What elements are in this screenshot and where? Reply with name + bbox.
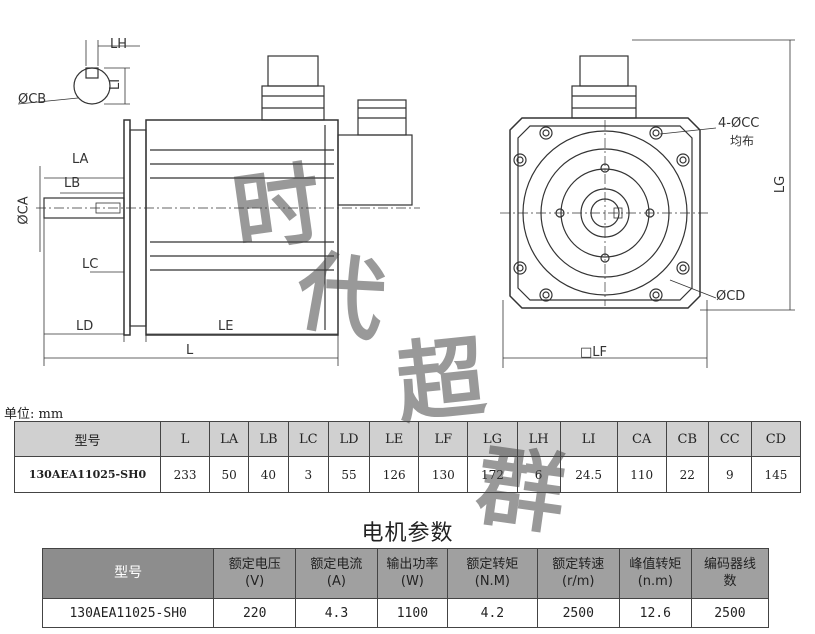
params-header-text: (r/m) [561,573,595,589]
params-cell: 2500 [536,598,620,628]
params-header: 额定电压(V) [213,548,297,599]
dim-label-l: L [186,343,194,358]
params-header-text: (A) [326,573,346,589]
dim-label-lc: LC [82,257,99,272]
params-cell: 4.3 [295,598,378,628]
shaft-keyway-detail [17,40,140,105]
unit-label: 单位: mm [4,407,64,422]
dimension-cell-lf: 130 [418,456,469,493]
dimension-header-la: LA [209,421,250,457]
dimension-header-model: 型号 [14,421,161,457]
motor-side-view [36,55,420,366]
params-header-text: 额定转矩 [466,557,519,573]
dimension-cell-ca: 110 [616,456,667,493]
params-header-text: (n.m) [637,573,673,589]
dimension-cell-lh: 6 [516,456,561,493]
params-cell: 4.2 [446,598,538,628]
dim-label-holes-note: 均布 [730,134,755,148]
dimension-header-lf: LF [418,421,469,457]
dimension-cell-ld: 55 [327,456,371,493]
dim-label-ca: ØCA [16,196,32,225]
dimension-cell-model: 130AEA11025-SH0 [14,456,161,493]
dim-label-lf: □LF [580,345,608,360]
params-cell: 12.6 [618,598,692,628]
params-header-text: 额定电流 [310,557,363,573]
dimension-header-cb: CB [665,421,709,457]
params-header: 额定转矩(N.M) [446,548,538,599]
dimension-header-cd: CD [750,421,802,457]
params-header: 峰值转矩(n.m) [618,548,692,599]
dimension-cell-lb: 40 [248,456,289,493]
params-header: 额定转速(r/m) [536,548,620,599]
params-header-text: 额定转速 [552,557,605,573]
dim-label-lb: LB [64,176,81,191]
params-header-text: 峰值转矩 [629,557,682,573]
params-header-text: 数 [723,573,737,589]
params-cell: 2500 [690,598,770,628]
params-header-text: (W) [400,573,424,589]
dim-label-le: LE [218,319,234,334]
params-cell: 1100 [376,598,448,628]
dimension-header-l: L [159,421,211,457]
dim-label-li: LI [108,78,124,91]
dim-label-lh: LH [110,37,128,52]
dimension-header-ld: LD [327,421,371,457]
params-header-text: 输出功率 [386,557,439,573]
dimension-cell-la: 50 [209,456,250,493]
dimension-header-lg: LG [467,421,518,457]
params-title: 电机参数 [361,521,454,546]
dimension-cell-cb: 22 [665,456,709,493]
params-table-header: 型号额定电压(V)额定电流(A)输出功率(W)额定转矩(N.M)额定转速(r/m… [41,548,770,599]
params-header: 输出功率(W) [376,548,448,599]
params-cell: 130AEA11025-SH0 [41,598,215,628]
dim-label-la: LA [72,152,89,167]
dimension-cell-lc: 3 [287,456,329,493]
dimension-header-lh: LH [516,421,561,457]
dim-label-cb: ØCB [18,92,47,107]
dimension-header-ca: CA [616,421,667,457]
dimension-header-lc: LC [287,421,329,457]
params-header-text: (V) [245,573,265,589]
params-header: 型号 [41,548,215,599]
dimension-cell-cc: 9 [707,456,752,493]
dimension-header-li: LI [559,421,618,457]
params-header: 额定电流(A) [295,548,378,599]
dimension-cell-cd: 145 [750,456,802,493]
params-table: 型号额定电压(V)额定电流(A)输出功率(W)额定转矩(N.M)额定转速(r/m… [41,548,770,628]
params-header-text: 编码器线 [703,557,756,573]
params-header: 编码器线数 [690,548,770,599]
dimension-cell-le: 126 [369,456,420,493]
dim-label-holes: 4-ØCC [718,116,760,131]
dimension-header-le: LE [369,421,420,457]
params-header-text: (N.M) [474,573,510,589]
params-header-text: 额定电压 [228,557,281,573]
dimension-header-cc: CC [707,421,752,457]
dim-label-lg: LG [773,175,789,194]
dimension-cell-l: 233 [159,456,211,493]
params-header-text: 型号 [114,564,143,581]
params-cell: 220 [213,598,297,628]
dim-label-ld: LD [76,319,94,334]
motor-front-view [500,39,795,368]
dimension-header-lb: LB [248,421,289,457]
dimension-cell-li: 24.5 [559,456,618,493]
motor-drawing [17,39,795,368]
dim-label-cd: ØCD [716,289,746,304]
dimension-cell-lg: 172 [467,456,518,493]
